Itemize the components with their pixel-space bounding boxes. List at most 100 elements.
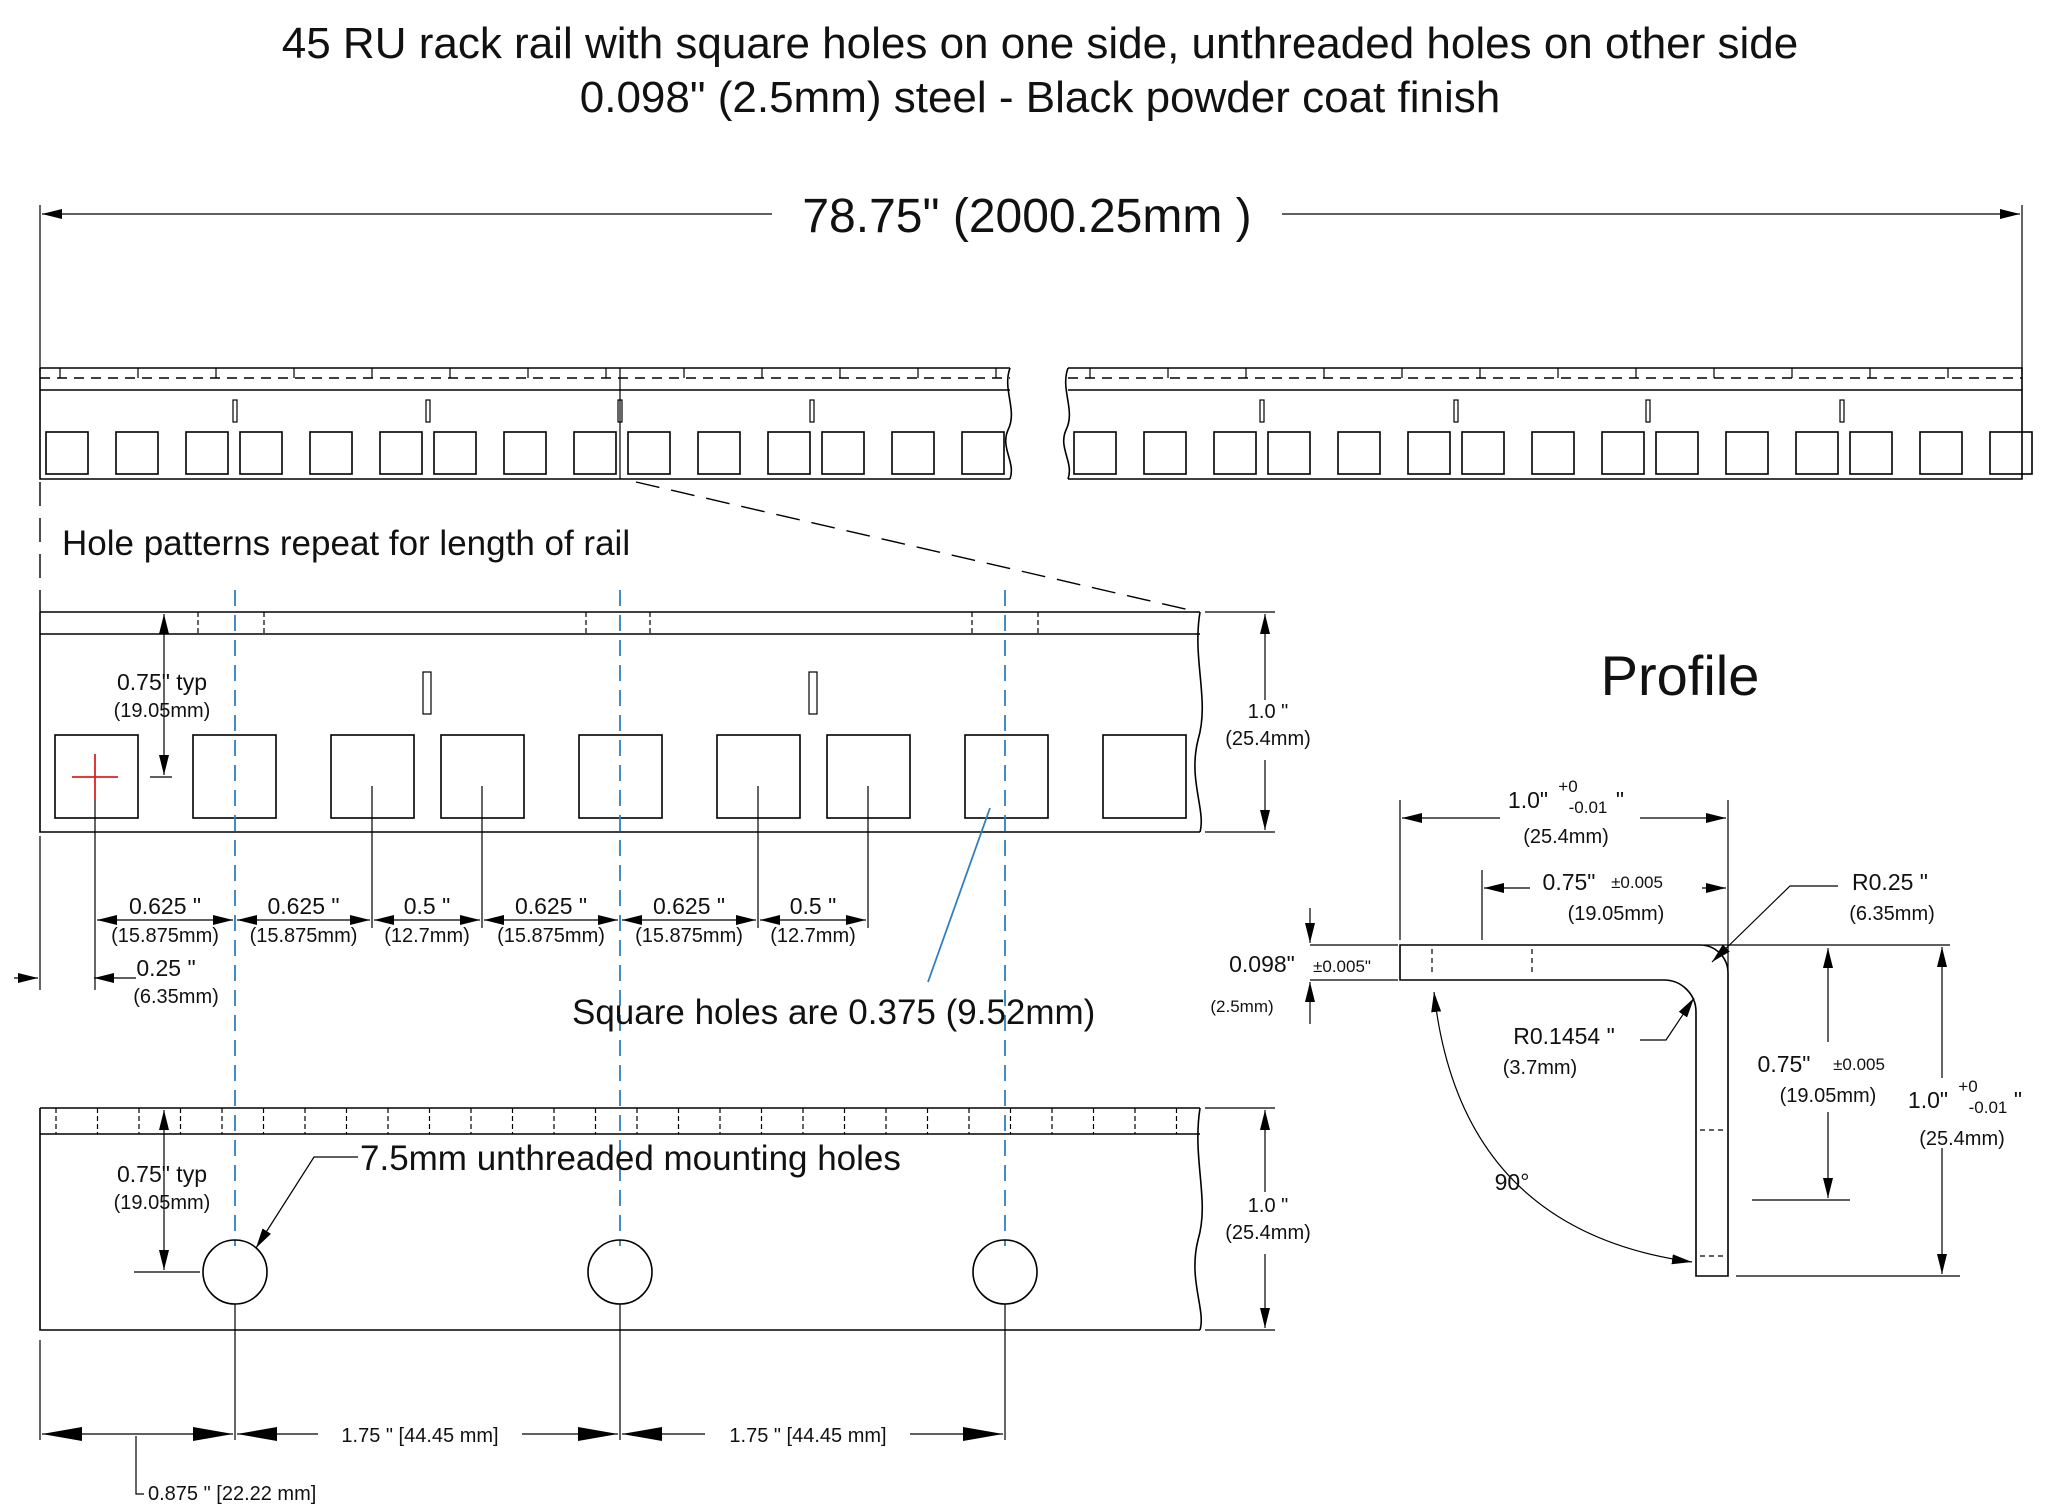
profile-leg-mm: (19.05mm) — [1780, 1085, 1877, 1107]
spacing-label: 0.625 " — [129, 893, 201, 919]
overview-square-hole — [1531, 431, 1575, 475]
overview-square-hole — [503, 431, 547, 475]
profile-width-label: 1.0" — [1508, 787, 1548, 813]
overview-square-hole — [379, 431, 423, 475]
overview-square-hole — [239, 431, 283, 475]
mounting-hole-pitch-dimensions: 1.75 " [44.45 mm] 1.75 " [44.45 mm] 0.87… — [39, 1304, 1006, 1505]
overview-square-hole — [433, 431, 477, 475]
profile-leg-tol: ±0.005 — [1833, 1055, 1885, 1074]
overview-square-hole — [627, 431, 671, 475]
overview-slot — [809, 399, 815, 423]
profile-leg-dimension: 0.75" ±0.005 (19.05mm) — [1752, 948, 1885, 1201]
mounting-hole-label: 7.5mm unthreaded mounting holes — [360, 1139, 901, 1178]
detail1-height-dimension: 1.0 " (25.4mm) — [1205, 611, 1311, 833]
profile-width-dimension: 1.0" +0 -0.01 " (25.4mm) — [1399, 777, 1729, 970]
overview-square-hole — [573, 431, 617, 475]
square-hole — [1102, 734, 1187, 819]
edge-offset-dimension: 0.25 " (6.35mm) — [14, 836, 219, 1008]
edge-to-hole-label: 0.875 " [22.22 mm] — [148, 1483, 316, 1505]
profile-height-mm: (25.4mm) — [1919, 1128, 2005, 1150]
overview-square-hole — [309, 431, 353, 475]
mounting-hole-1 — [202, 1239, 268, 1305]
overview-square-hole — [1337, 431, 1381, 475]
overview-square-hole — [697, 431, 741, 475]
overview-square-hole — [767, 431, 811, 475]
typ-offset-mm: (19.05mm) — [114, 700, 211, 722]
drawing-title-line2: 0.098" (2.5mm) steel - Black powder coat… — [580, 73, 1500, 122]
pitch-2-label: 1.75 " [44.45 mm] — [729, 1425, 886, 1447]
profile-thickness-mm: (2.5mm) — [1210, 997, 1273, 1016]
repeat-note: Hole patterns repeat for length of rail — [62, 524, 630, 563]
bend-angle-callout: 90° — [1431, 991, 1693, 1265]
overview-square-hole — [1849, 431, 1893, 475]
pitch-1-label: 1.75 " [44.45 mm] — [341, 1425, 498, 1447]
bend-angle-label: 90° — [1495, 1169, 1530, 1195]
overview-slot — [1839, 399, 1845, 423]
spacing-mm: (12.7mm) — [384, 925, 470, 947]
overview-square-hole — [961, 431, 1005, 475]
spacing-mm: (12.7mm) — [770, 925, 856, 947]
square-hole-note: Square holes are 0.375 (9.52mm) — [572, 993, 1095, 1032]
detail2-height-label: 1.0 " — [1248, 1195, 1288, 1217]
profile-width-mm: (25.4mm) — [1523, 826, 1609, 848]
round-hole-detail — [39, 1107, 1204, 1331]
overview-square-hole — [1461, 431, 1505, 475]
profile-flange-label: 0.75" — [1543, 869, 1596, 895]
overview-slot — [232, 399, 238, 423]
edge-offset-label: 0.25 " — [136, 955, 195, 981]
profile-flange-tol: ±0.005 — [1611, 873, 1663, 892]
profile-title: Profile — [1601, 644, 1760, 707]
profile-thickness-label: 0.098" — [1229, 951, 1295, 977]
detail1-height-label: 1.0 " — [1248, 701, 1288, 723]
inner-radius-mm: (3.7mm) — [1503, 1057, 1577, 1079]
overview-square-hole — [821, 431, 865, 475]
detail-slot — [422, 671, 432, 715]
profile-height-dimension: 1.0" +0 -0.01 " (25.4mm) — [1704, 944, 2022, 1277]
detail2-height-mm: (25.4mm) — [1225, 1222, 1311, 1244]
inner-radius-callout: R0.1454 " (3.7mm) — [1503, 997, 1695, 1079]
typ-offset-dimension-2: 0.75" typ (19.05mm) — [114, 1110, 211, 1273]
overview-square-hole — [1267, 431, 1311, 475]
overview-square-hole — [1601, 431, 1645, 475]
spacing-label: 0.5 " — [790, 893, 837, 919]
profile-thickness-dimension: 0.098" ±0.005" (2.5mm) — [1210, 908, 1398, 1024]
overview-square-hole — [1073, 431, 1117, 475]
overall-length-dimension: 78.75" (2000.25mm ) — [39, 190, 2023, 372]
spacing-mm: (15.875mm) — [250, 925, 358, 947]
typ-offset-label-2: 0.75" typ — [117, 1161, 207, 1187]
overview-square-hole — [1725, 431, 1769, 475]
profile-width-tol-plus: +0 — [1558, 777, 1577, 796]
overview-square-hole — [891, 431, 935, 475]
overview-slot — [425, 399, 431, 423]
square-hole — [54, 734, 139, 819]
typ-offset-label: 0.75" typ — [117, 669, 207, 695]
overview-square-hole — [1407, 431, 1451, 475]
mounting-hole-2 — [587, 1239, 653, 1305]
typ-offset-dimension: 0.75" typ (19.05mm) — [114, 614, 211, 778]
square-hole-spacing-chain: 0.625 "(15.875mm)0.625 "(15.875mm)0.5 "(… — [94, 786, 869, 990]
profile-flange-dimension: 0.75" ±0.005 (19.05mm) — [1481, 869, 1726, 940]
profile-shape — [1399, 944, 1729, 1277]
square-hole — [964, 734, 1049, 819]
outer-radius-mm: (6.35mm) — [1849, 903, 1935, 925]
edge-offset-mm: (6.35mm) — [133, 986, 219, 1008]
square-hole-detail — [39, 611, 1204, 833]
overview-slot — [1259, 399, 1265, 423]
zoom-leader — [635, 481, 1199, 613]
spacing-mm: (15.875mm) — [635, 925, 743, 947]
overview-square-hole — [1213, 431, 1257, 475]
spacing-mm: (15.875mm) — [111, 925, 219, 947]
overview-square-hole — [115, 431, 159, 475]
spacing-mm: (15.875mm) — [497, 925, 605, 947]
outer-radius-label: R0.25 " — [1852, 869, 1928, 895]
detail2-height-dimension: 1.0 " (25.4mm) — [1205, 1107, 1311, 1331]
profile-width-close: " — [1616, 787, 1624, 813]
profile-height-tol-minus: -0.01 — [1969, 1098, 2008, 1117]
overview-square-hole — [45, 431, 89, 475]
spacing-label: 0.5 " — [404, 893, 451, 919]
outer-radius-callout: R0.25 " (6.35mm) — [1711, 869, 1935, 963]
overall-length-label: 78.75" (2000.25mm ) — [802, 190, 1251, 243]
typ-offset-mm-2: (19.05mm) — [114, 1192, 211, 1214]
overview-square-hole — [1919, 431, 1963, 475]
